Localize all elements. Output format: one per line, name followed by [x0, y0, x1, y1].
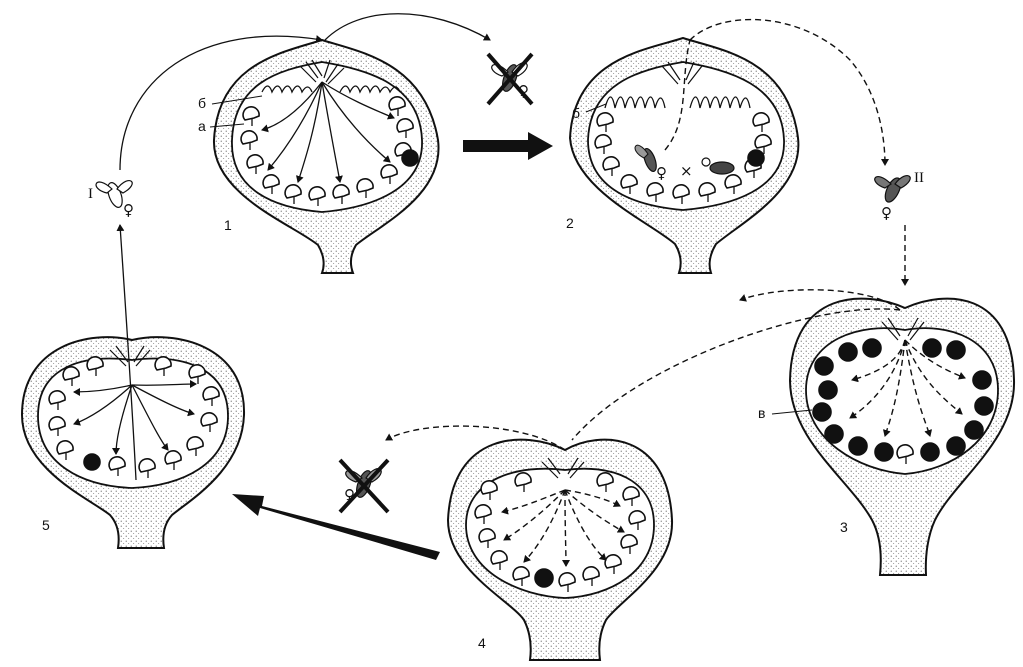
big-arrow-1-to-2 [463, 132, 553, 160]
pollination-arrows-1 [261, 81, 395, 183]
arrow-exit-1 [324, 13, 491, 41]
pollination-arrows-4 [501, 489, 625, 567]
seed-2 [747, 149, 765, 167]
panel-number-1: 1 [224, 217, 232, 233]
wasp-label-I: I [88, 186, 93, 202]
arrow-exit-4 [385, 425, 566, 451]
panel-number-3: 3 [840, 519, 848, 535]
wasp-label-II: II [914, 170, 924, 186]
label-b-1: б [198, 95, 206, 111]
seed-4 [534, 568, 554, 588]
wasp-I-icon: ♀ [95, 180, 134, 219]
arrow-enter-1 [119, 35, 323, 171]
panel-2: ♀ × б 2 [566, 36, 800, 274]
male-flowers-1 [261, 85, 401, 94]
wasp-crossed-bottom-icon: ♀ [338, 458, 390, 514]
svg-text:♀: ♀ [518, 82, 529, 100]
pollination-arrows-3 [849, 339, 966, 437]
svg-text:♀: ♀ [123, 201, 134, 219]
arrow-3-to-4 [571, 308, 901, 441]
wasp-II-icon: ♀ [874, 175, 911, 222]
svg-text:♀: ♀ [656, 164, 667, 182]
label-v: в [758, 405, 765, 421]
panel-number-2: 2 [566, 215, 574, 231]
seeds-3 [812, 338, 994, 462]
arrow-exit-2 [664, 39, 691, 151]
arrow-5-to-wasp-I [116, 224, 137, 481]
label-b-2: б [572, 105, 580, 121]
seed-5 [83, 453, 101, 471]
fig-cavity-1 [231, 61, 423, 213]
label-a: а [198, 118, 206, 134]
big-arrow-4-to-5 [232, 494, 440, 560]
panel-number-4: 4 [478, 635, 486, 651]
panel-1: б а 1 [198, 38, 440, 274]
arrow-3-out [739, 289, 901, 311]
male-flowers-2 [604, 96, 751, 109]
seed-1 [401, 149, 419, 167]
ostiole-scales-5 [109, 345, 151, 367]
panel-number-5: 5 [42, 517, 50, 533]
wasp-crossed-top-icon: ♀ [486, 52, 534, 106]
panel-3: в 3 [758, 297, 1016, 576]
female-wasp-inside-icon: ♀ [634, 144, 667, 182]
ostiole-scales-3 [881, 317, 925, 341]
fig-cavity-2 [587, 61, 785, 211]
svg-text:♀: ♀ [344, 486, 355, 504]
panel-4: 4 [446, 438, 674, 661]
panel-5: 5 [20, 336, 246, 549]
ostiole-scales-1 [299, 59, 345, 85]
pollination-arrows-5 [73, 380, 197, 455]
male-wasp-inside-icon [701, 157, 735, 175]
ostiole-scales-4 [541, 457, 585, 479]
cross-symbol: × [680, 162, 693, 180]
ostiole-scales-2 [661, 61, 703, 85]
svg-text:♀: ♀ [881, 204, 892, 222]
